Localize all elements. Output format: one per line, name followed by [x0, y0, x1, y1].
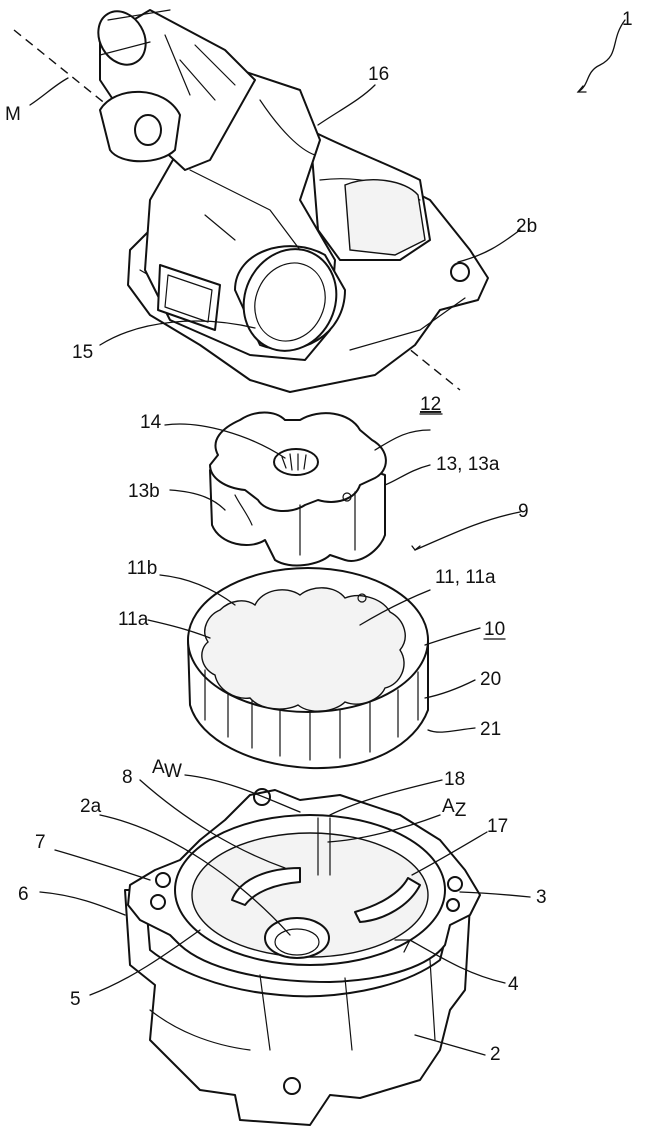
label-16: 16	[368, 64, 389, 85]
center-bore	[265, 918, 329, 958]
housing-cover	[14, 3, 488, 392]
label-18: 18	[444, 769, 465, 790]
label-3: 3	[536, 887, 547, 908]
label-11b: 11b	[127, 558, 157, 579]
label-13-13a: 13, 13a	[436, 454, 500, 475]
label-14: 14	[140, 412, 162, 433]
label-7: 7	[35, 832, 46, 853]
label-10: 10	[484, 619, 505, 640]
label-2: 2	[490, 1044, 501, 1065]
label-17: 17	[487, 816, 508, 837]
label-a-w: AW	[152, 757, 182, 782]
label-11a: 11a	[118, 609, 149, 630]
label-1: 1	[622, 9, 633, 30]
label-4: 4	[508, 974, 519, 995]
label-8: 8	[122, 767, 133, 788]
label-11-11a: 11, 11a	[435, 567, 496, 588]
inner-rotor	[210, 413, 386, 566]
label-6: 6	[18, 884, 29, 905]
lower-housing	[125, 789, 480, 1125]
label-15: 15	[72, 342, 93, 363]
label-m: M	[5, 104, 21, 125]
label-20: 20	[480, 669, 501, 690]
label-2a: 2a	[80, 796, 102, 817]
label-21: 21	[480, 719, 501, 740]
label-13b: 13b	[128, 481, 160, 502]
label-2b: 2b	[516, 216, 537, 237]
label-a-z: AZ	[442, 796, 467, 821]
label-5: 5	[70, 989, 81, 1010]
label-12: 12	[420, 394, 441, 415]
label-9: 9	[518, 501, 529, 522]
spline-bore	[274, 449, 318, 475]
